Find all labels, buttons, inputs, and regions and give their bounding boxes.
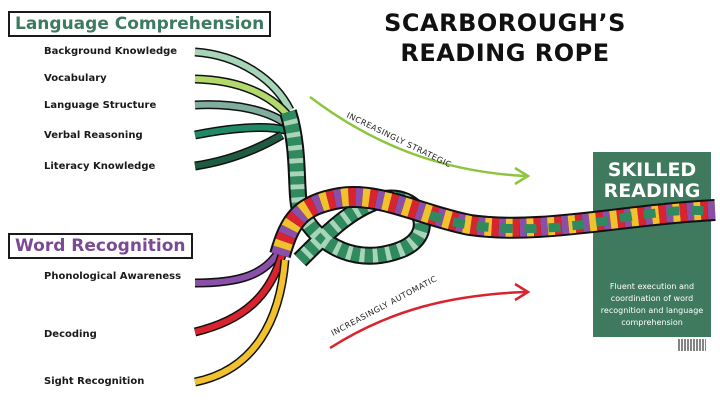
- language-rope: [279, 109, 431, 267]
- word-recognition-heading: Word Recognition: [8, 233, 193, 259]
- heading-line: READING: [603, 180, 701, 202]
- braided-green-strand: [428, 205, 716, 234]
- strategic-arrowhead: [514, 166, 531, 186]
- skilled-reading-panel: SKILLED READING Fluent execution and coo…: [593, 152, 711, 337]
- strand-label: Verbal Reasoning: [44, 130, 143, 141]
- strand-phonological-awareness: [194, 248, 283, 286]
- strand-label: Vocabulary: [44, 73, 107, 84]
- strand-label: Literacy Knowledge: [44, 161, 156, 172]
- strategic-label: INCREASINGLY STRATEGIC: [345, 111, 453, 170]
- word-strands: [193, 247, 290, 387]
- strand-sight-recognition: [194, 259, 288, 385]
- skilled-reading-description: Fluent execution and coordination of wor…: [600, 282, 704, 327]
- strand-literacy-knowledge: [194, 132, 284, 169]
- strand-label: Background Knowledge: [44, 46, 178, 57]
- strand-background-knowledge: [194, 49, 293, 112]
- skilled-reading-heading: SKILLED READING: [593, 160, 711, 202]
- strand-label: Decoding: [44, 329, 97, 340]
- language-rope-twist: [281, 109, 429, 265]
- strand-label: Language Structure: [44, 100, 157, 111]
- automatic-arrow: [329, 290, 526, 350]
- title-line: SCARBOROUGH’S: [384, 9, 626, 37]
- language-strands: [194, 47, 295, 171]
- strategic-arrow: [309, 96, 526, 178]
- title-line: READING ROPE: [400, 39, 610, 67]
- page-title: SCARBOROUGH’S READING ROPE: [360, 8, 650, 68]
- strand-decoding: [194, 254, 285, 335]
- publisher-logo: [678, 339, 706, 351]
- strand-vocabulary: [194, 76, 293, 120]
- heading-line: SKILLED: [607, 159, 697, 181]
- language-comprehension-heading: Language Comprehension: [8, 11, 272, 37]
- strand-label: Sight Recognition: [44, 376, 145, 387]
- strand-label: Phonological Awareness: [44, 271, 182, 282]
- automatic-arrowhead: [514, 282, 531, 302]
- strand-verbal-reasoning: [194, 124, 286, 138]
